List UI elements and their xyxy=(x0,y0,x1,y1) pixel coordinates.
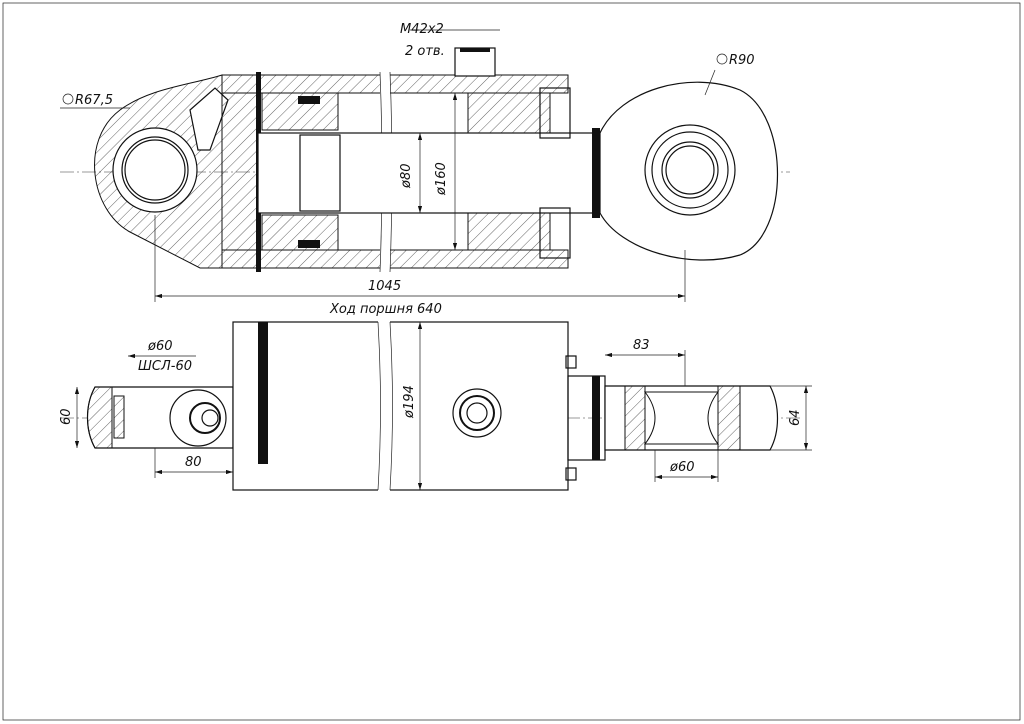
radius-right-label: R90 xyxy=(729,53,755,68)
rod-gland xyxy=(467,87,571,259)
bearing-label: ШСЛ-60 xyxy=(138,359,192,374)
rod-end xyxy=(565,355,779,481)
overall-length-label: 1045 xyxy=(368,279,401,294)
left-eye-mount xyxy=(94,74,229,269)
piston xyxy=(261,92,339,251)
holes-label: 2 отв. xyxy=(405,44,445,59)
cylinder-body xyxy=(232,318,569,494)
bore-diameter-label: ø160 xyxy=(434,162,449,196)
pin-diameter-left-label: ø60 xyxy=(147,339,173,354)
radius-left-label: R67,5 xyxy=(75,93,113,108)
rod-diameter-label: ø80 xyxy=(399,164,414,190)
left-lug xyxy=(86,386,234,449)
lug-offset-left-label: 80 xyxy=(185,455,202,470)
thread-label: M42x2 xyxy=(400,22,444,37)
grease-fitting xyxy=(189,87,229,151)
eye-width-right-label: 83 xyxy=(633,338,650,353)
lug-thickness-left-label: 60 xyxy=(59,408,74,425)
stroke-label: Ход поршня 640 xyxy=(329,302,442,317)
right-eye-mount xyxy=(599,81,779,261)
piston-rod xyxy=(257,128,601,218)
pin-diameter-right-label: ø60 xyxy=(669,460,695,475)
eye-thickness-right-label: 64 xyxy=(788,409,803,426)
plan-view: ø60 ШСЛ-60 60 80 ø194 83 64 ø60 xyxy=(59,318,812,494)
port-m42 xyxy=(454,47,496,77)
sectional-view: M42x2 2 отв. R67,5 R90 ø80 ø160 1045 Ход… xyxy=(60,22,790,317)
body-diameter-label: ø194 xyxy=(402,385,417,419)
